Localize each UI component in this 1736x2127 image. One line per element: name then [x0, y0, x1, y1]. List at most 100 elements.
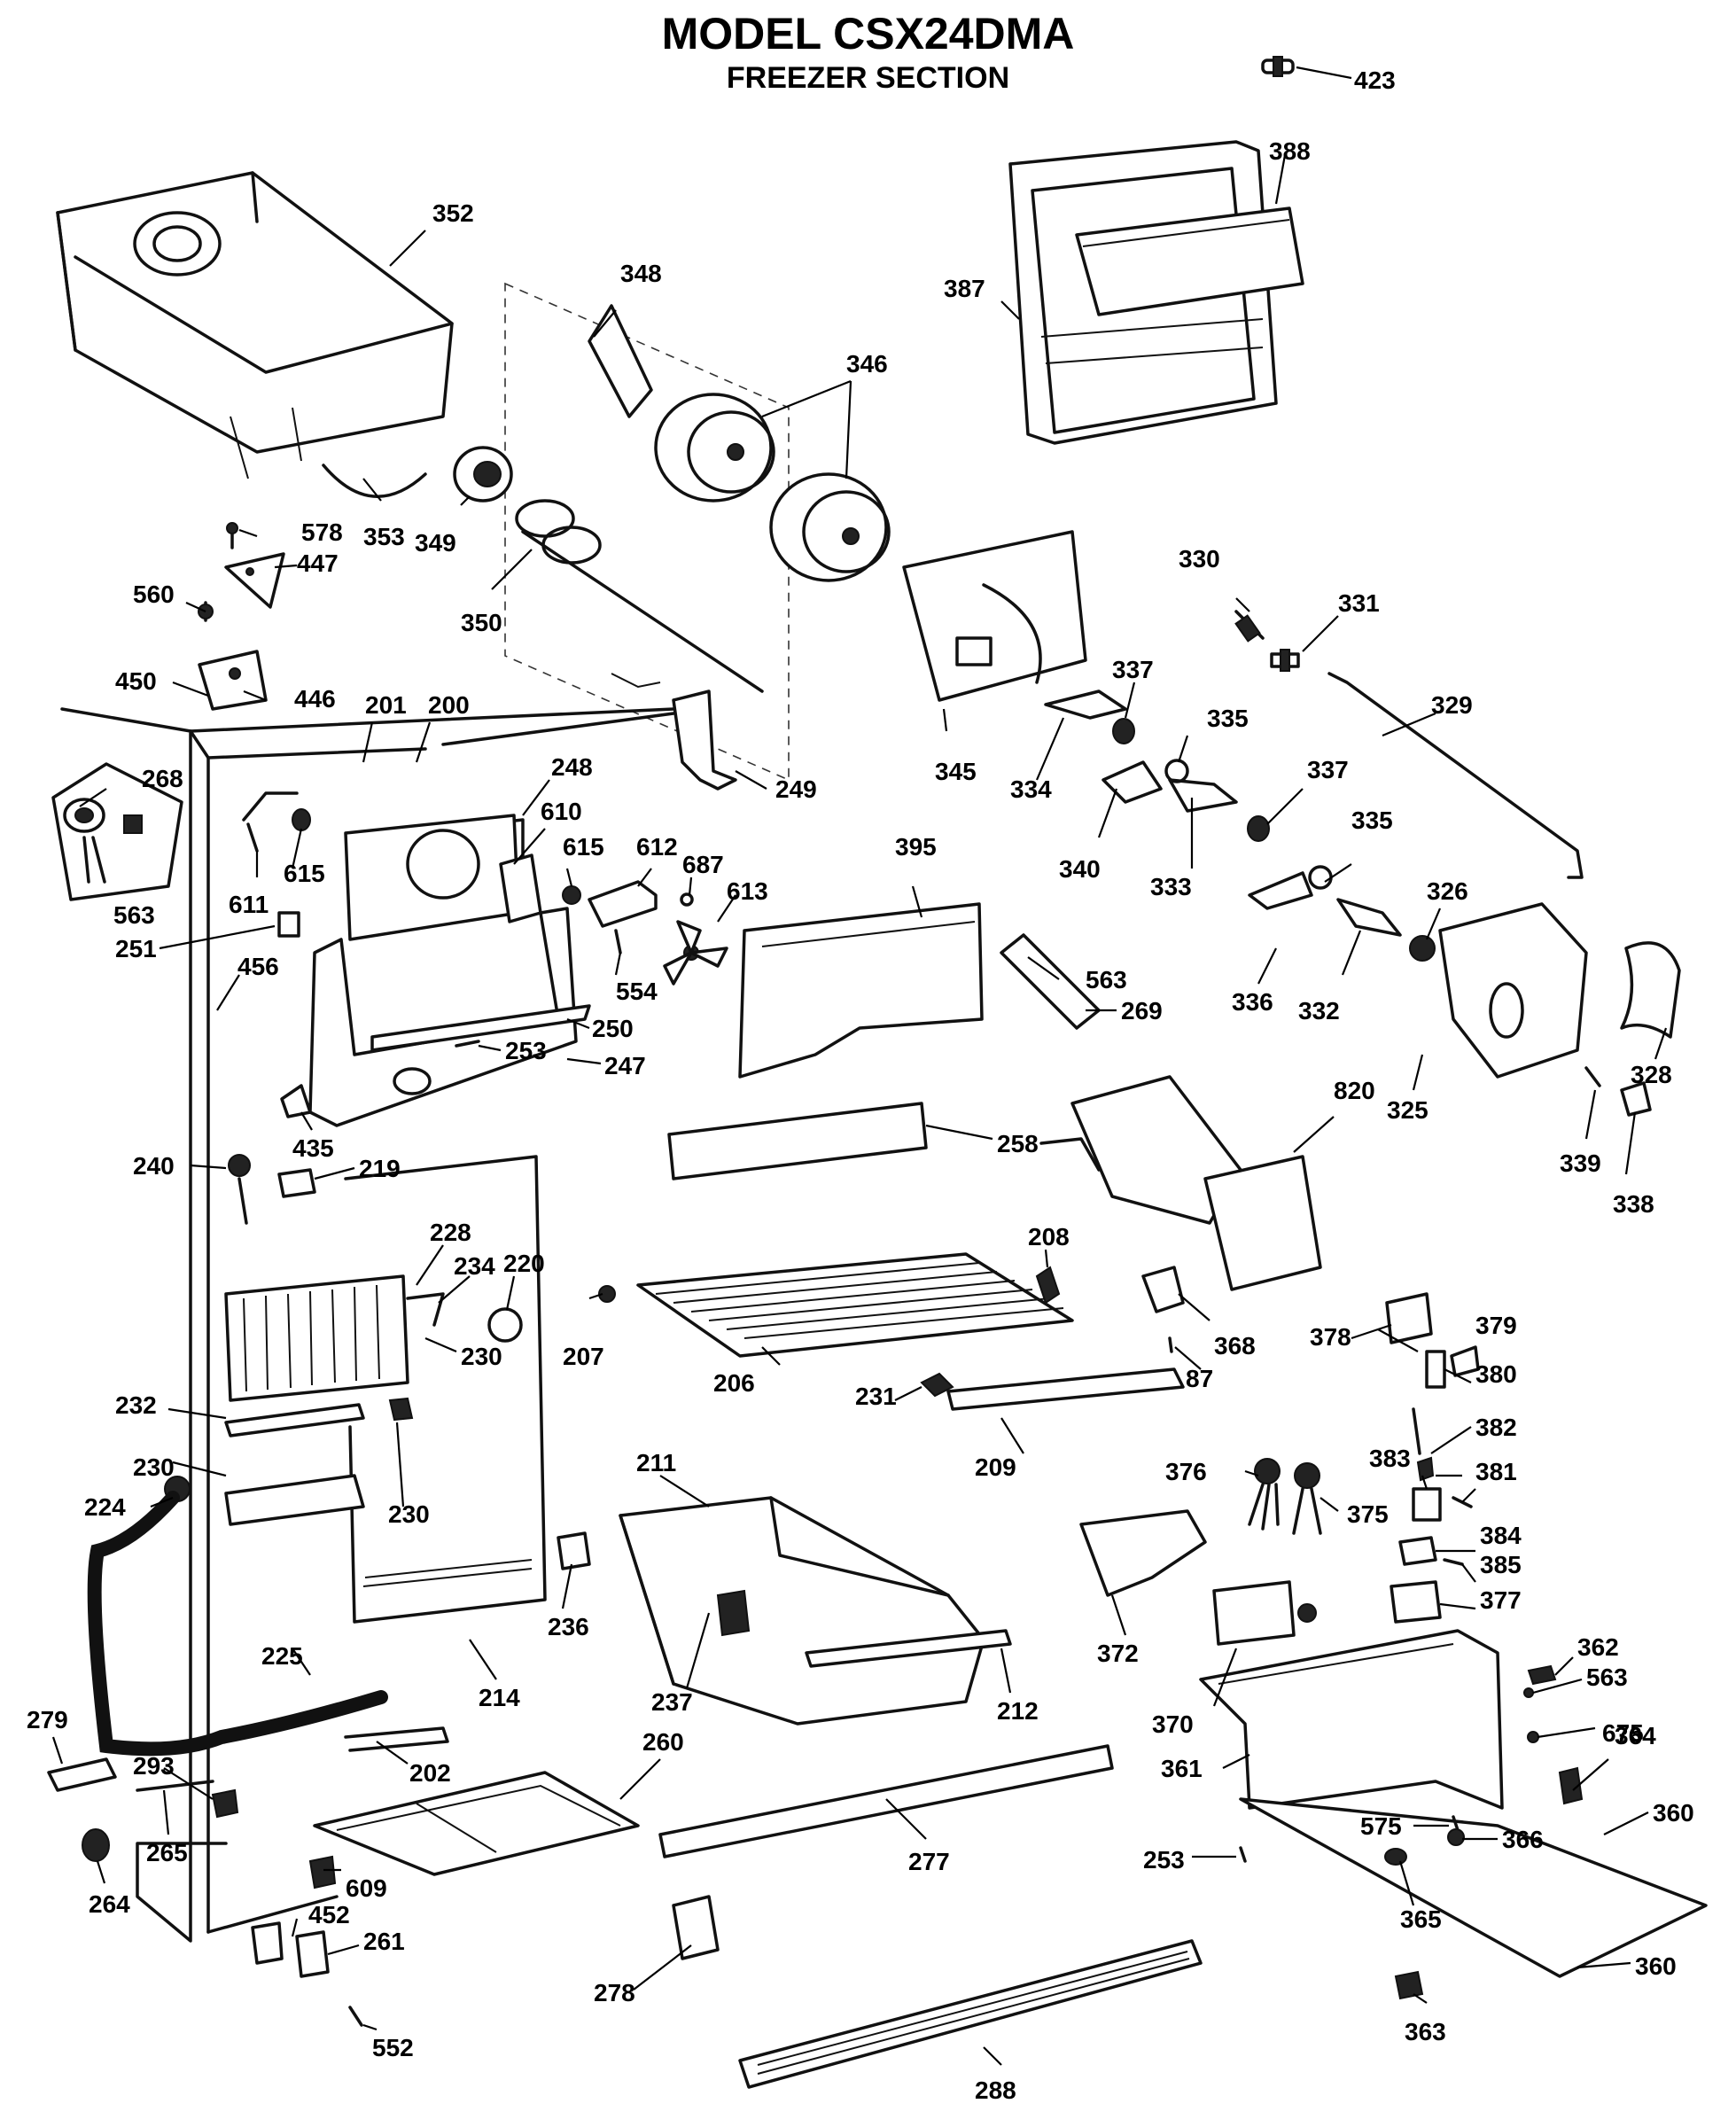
callout-360-b[interactable]: 360: [1635, 1952, 1677, 1980]
callout-346[interactable]: 346: [846, 350, 888, 378]
callout-335-b[interactable]: 335: [1351, 806, 1393, 834]
callout-336[interactable]: 336: [1232, 988, 1273, 1016]
callout-380[interactable]: 380: [1475, 1360, 1517, 1388]
callout-370[interactable]: 370: [1152, 1710, 1194, 1738]
callout-611[interactable]: 611: [229, 891, 269, 918]
callout-575[interactable]: 575: [1360, 1812, 1402, 1840]
callout-325[interactable]: 325: [1387, 1096, 1429, 1124]
callout-820[interactable]: 820: [1334, 1077, 1375, 1104]
callout-232[interactable]: 232: [115, 1391, 157, 1419]
callout-209[interactable]: 209: [975, 1453, 1016, 1481]
callout-230-a[interactable]: 230: [461, 1343, 502, 1370]
callout-335-a[interactable]: 335: [1207, 705, 1249, 732]
callout-207[interactable]: 207: [563, 1343, 604, 1370]
callout-610[interactable]: 610: [541, 798, 582, 825]
callout-231[interactable]: 231: [855, 1383, 897, 1410]
callout-253-b[interactable]: 253: [1143, 1846, 1185, 1874]
callout-383[interactable]: 383: [1369, 1445, 1411, 1472]
callout-372[interactable]: 372: [1097, 1640, 1139, 1667]
callout-609[interactable]: 609: [346, 1874, 387, 1902]
callout-214[interactable]: 214: [479, 1684, 520, 1711]
callout-447[interactable]: 447: [297, 549, 339, 577]
callout-368[interactable]: 368: [1214, 1332, 1256, 1360]
callout-340[interactable]: 340: [1059, 855, 1101, 883]
callout-219[interactable]: 219: [359, 1155, 401, 1182]
callout-331[interactable]: 331: [1338, 589, 1380, 617]
callout-365[interactable]: 365: [1400, 1905, 1442, 1933]
callout-293[interactable]: 293: [133, 1752, 175, 1780]
callout-554[interactable]: 554: [616, 978, 658, 1005]
callout-236[interactable]: 236: [548, 1613, 589, 1640]
callout-375[interactable]: 375: [1347, 1500, 1389, 1528]
callout-268[interactable]: 268: [142, 765, 183, 792]
callout-201[interactable]: 201: [365, 691, 407, 719]
callout-446[interactable]: 446: [294, 685, 336, 713]
callout-288[interactable]: 288: [975, 2076, 1016, 2104]
callout-615-a[interactable]: 615: [563, 833, 604, 861]
callout-248[interactable]: 248: [551, 753, 593, 781]
callout-563-a[interactable]: 563: [113, 901, 155, 929]
callout-395[interactable]: 395: [895, 833, 937, 861]
callout-230-b[interactable]: 230: [133, 1453, 175, 1481]
callout-366[interactable]: 366: [1502, 1826, 1544, 1853]
callout-578[interactable]: 578: [301, 518, 343, 546]
callout-234[interactable]: 234: [454, 1252, 495, 1280]
callout-251[interactable]: 251: [115, 935, 157, 962]
callout-253-a[interactable]: 253: [505, 1037, 547, 1064]
callout-240[interactable]: 240: [133, 1152, 175, 1180]
callout-353[interactable]: 353: [363, 523, 405, 550]
callout-348[interactable]: 348: [620, 260, 662, 287]
callout-362[interactable]: 362: [1577, 1633, 1619, 1661]
callout-200[interactable]: 200: [428, 691, 470, 719]
callout-382[interactable]: 382: [1475, 1414, 1517, 1441]
callout-211[interactable]: 211: [636, 1449, 676, 1476]
callout-349[interactable]: 349: [415, 529, 456, 557]
callout-277[interactable]: 277: [908, 1848, 950, 1875]
callout-332[interactable]: 332: [1298, 997, 1340, 1025]
callout-384[interactable]: 384: [1480, 1522, 1522, 1549]
callout-352[interactable]: 352: [432, 199, 474, 227]
callout-330[interactable]: 330: [1179, 545, 1220, 573]
callout-328[interactable]: 328: [1631, 1061, 1672, 1088]
callout-560[interactable]: 560: [133, 580, 175, 608]
callout-337-b[interactable]: 337: [1307, 756, 1349, 783]
callout-615-b[interactable]: 615: [284, 860, 325, 887]
callout-350[interactable]: 350: [461, 609, 502, 636]
callout-269[interactable]: 269: [1121, 997, 1163, 1025]
callout-250[interactable]: 250: [592, 1015, 634, 1042]
callout-613[interactable]: 613: [727, 877, 768, 905]
callout-345[interactable]: 345: [935, 758, 977, 785]
callout-247[interactable]: 247: [604, 1052, 646, 1079]
callout-452[interactable]: 452: [308, 1901, 350, 1928]
callout-337-a[interactable]: 337: [1112, 656, 1154, 683]
callout-329[interactable]: 329: [1431, 691, 1473, 719]
callout-687[interactable]: 687: [682, 851, 724, 878]
callout-208[interactable]: 208: [1028, 1223, 1070, 1250]
callout-338[interactable]: 338: [1613, 1190, 1654, 1218]
callout-388[interactable]: 388: [1269, 137, 1311, 165]
callout-212[interactable]: 212: [997, 1697, 1039, 1725]
callout-364[interactable]: 364: [1615, 1722, 1656, 1749]
callout-381[interactable]: 381: [1475, 1458, 1517, 1485]
callout-220[interactable]: 220: [503, 1250, 545, 1277]
callout-249[interactable]: 249: [775, 775, 817, 803]
callout-265[interactable]: 265: [146, 1839, 188, 1866]
callout-456[interactable]: 456: [237, 953, 279, 980]
callout-206[interactable]: 206: [713, 1369, 755, 1397]
callout-378[interactable]: 378: [1310, 1323, 1351, 1351]
callout-612[interactable]: 612: [636, 833, 678, 861]
callout-377[interactable]: 377: [1480, 1586, 1522, 1614]
callout-333[interactable]: 333: [1150, 873, 1192, 900]
callout-228[interactable]: 228: [430, 1219, 471, 1246]
callout-563-c[interactable]: 563: [1586, 1663, 1628, 1691]
callout-326[interactable]: 326: [1427, 877, 1468, 905]
callout-363[interactable]: 363: [1405, 2018, 1446, 2045]
callout-237[interactable]: 237: [651, 1688, 693, 1716]
callout-225[interactable]: 225: [261, 1642, 303, 1670]
callout-552[interactable]: 552: [372, 2034, 414, 2061]
callout-360-a[interactable]: 360: [1653, 1799, 1694, 1827]
callout-423[interactable]: 423: [1354, 66, 1396, 94]
callout-264[interactable]: 264: [89, 1890, 130, 1918]
callout-379[interactable]: 379: [1475, 1312, 1517, 1339]
callout-385[interactable]: 385: [1480, 1551, 1522, 1578]
